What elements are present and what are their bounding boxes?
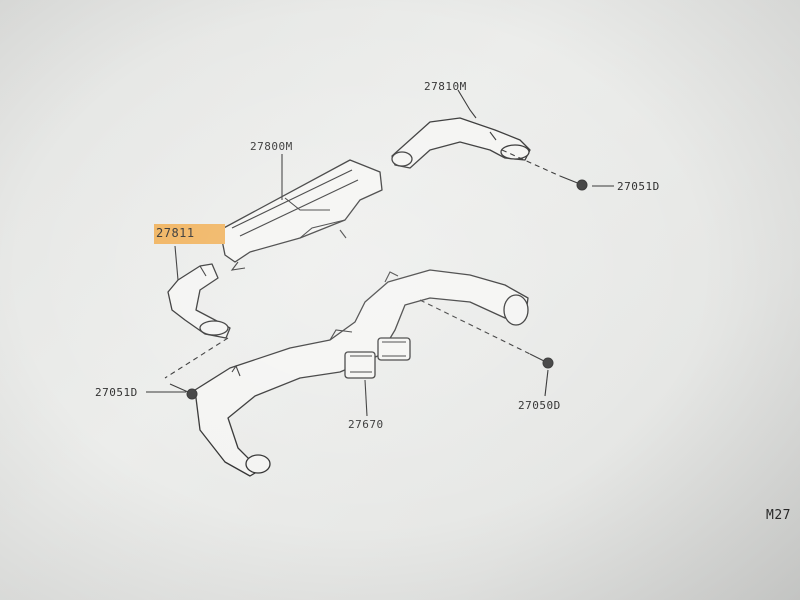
part-label-27811[interactable]: 27811 [154, 224, 225, 244]
bolt-27051d-left-shape [169, 383, 198, 400]
dashed-line-27810m-bolt [501, 149, 561, 177]
page-code-label: M27 [766, 508, 791, 523]
bolt-27051d-right-shape [559, 175, 588, 191]
part-label-27051d-left[interactable]: 27051D [95, 386, 138, 399]
duct-27670-shape [194, 269, 529, 477]
part-label-27050d[interactable]: 27050D [518, 399, 561, 412]
part-label-27051d-right[interactable]: 27051D [617, 180, 660, 193]
dashed-line-27670-bolt [419, 299, 531, 355]
leader-27810m [457, 89, 477, 119]
part-label-27800m[interactable]: 27800M [250, 140, 293, 153]
duct-27811-shape [167, 263, 231, 339]
duct-27810m-shape [391, 117, 531, 169]
dashed-line-27811-bolt [164, 337, 229, 379]
leader-27670 [364, 379, 368, 417]
part-label-27810m[interactable]: 27810M [424, 80, 467, 93]
leader-27811 [174, 245, 179, 281]
part-label-27670[interactable]: 27670 [348, 418, 384, 431]
bolt-27050d-shape [529, 353, 554, 369]
leader-27050d [544, 369, 549, 397]
duct-27800m-shape [219, 159, 383, 271]
